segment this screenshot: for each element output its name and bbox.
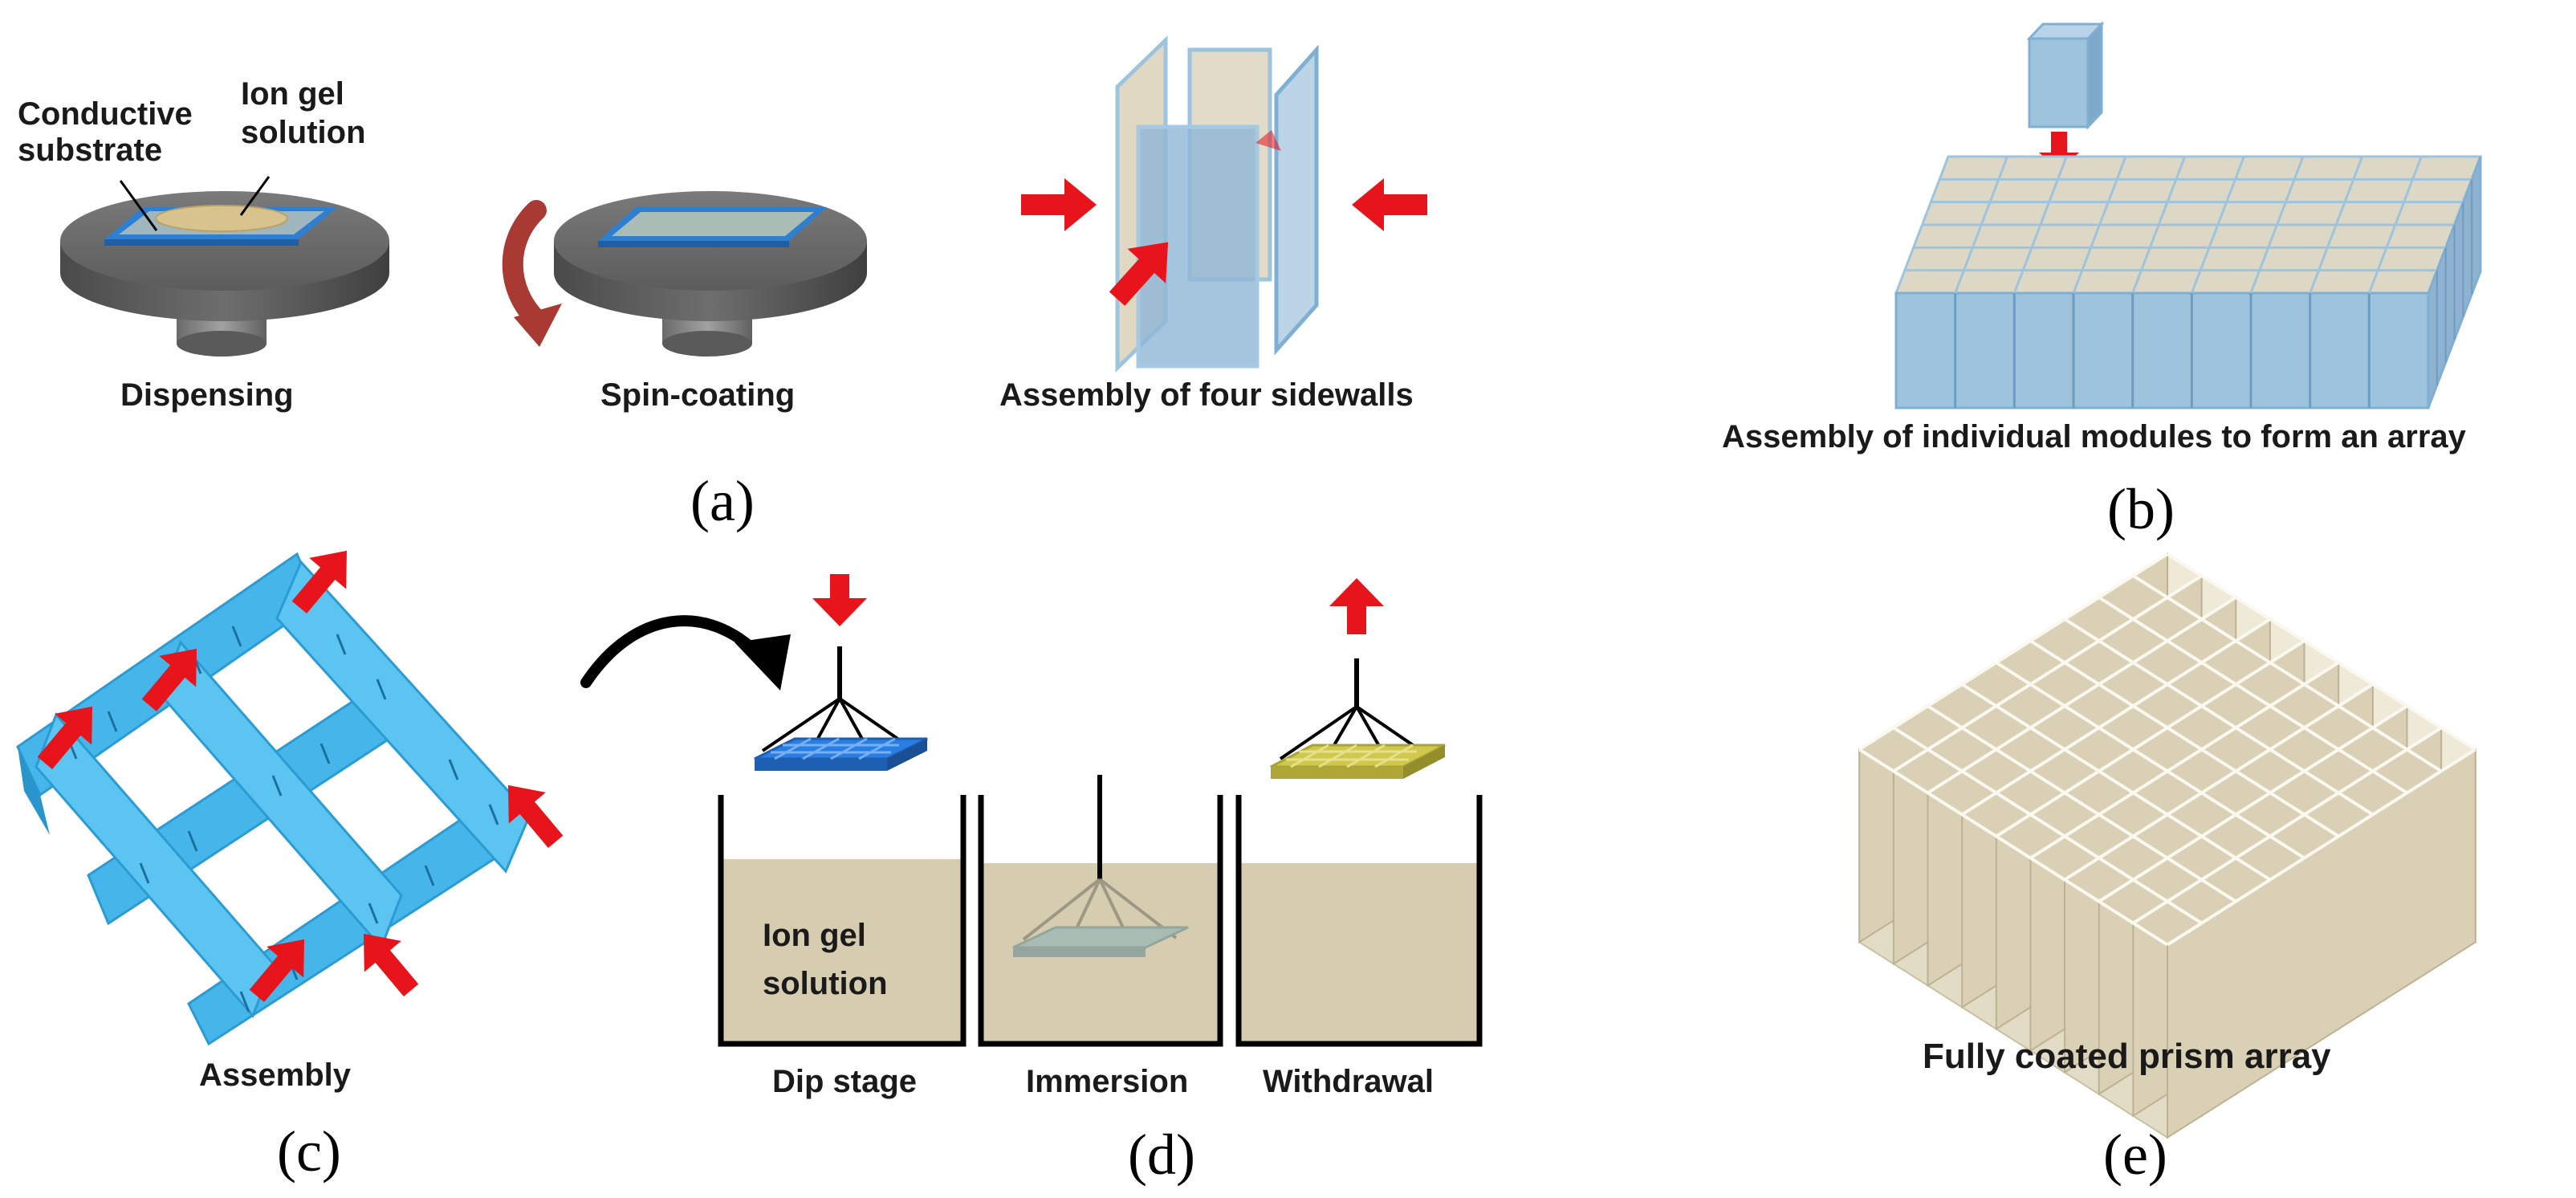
panel-c: Assembly (c) (16, 550, 564, 1184)
panel-label-e: (e) (2103, 1123, 2167, 1187)
panel-b: Assembly of individual modules to form a… (1722, 21, 2483, 541)
caption-b: Assembly of individual modules to form a… (1722, 419, 2467, 454)
mesh-submerged (1012, 775, 1189, 957)
push-arrows-a (1021, 130, 1427, 306)
panel-e: Fully coated prism array (e) (1858, 552, 2476, 1187)
spin-coating-stage (554, 191, 867, 357)
prism-array (1858, 552, 2476, 1139)
sidewall-right (1274, 44, 1319, 356)
panel-d: Ion gel solution Dip stage Immersion Wit… (580, 574, 1483, 1187)
caption-c: Assembly (199, 1057, 352, 1093)
push-arrows-c (37, 550, 564, 1003)
single-module (2026, 21, 2105, 130)
panel-a: Conductive substrate Ion gel solution Di… (18, 35, 1427, 533)
sidewalls-assembly (1115, 35, 1319, 373)
arrow-down-d (812, 574, 867, 626)
ion-gel-droplet (155, 205, 288, 232)
beaker-withdrawal (1235, 795, 1483, 1047)
label-assembly-four-sidewalls: Assembly of four sidewalls (999, 377, 1414, 413)
step-label-withdrawal: Withdrawal (1263, 1064, 1434, 1099)
label-conductive-substrate: Conductive substrate (18, 96, 201, 168)
beaker-dip-stage (718, 795, 967, 1047)
array-front-face (1894, 291, 2430, 410)
panel-label-a: (a) (690, 469, 755, 533)
leader-line-ion-gel (239, 176, 271, 216)
label-spin-coating: Spin-coating (600, 377, 795, 413)
arrow-up-d (1329, 578, 1384, 634)
label-dispensing: Dispensing (120, 377, 294, 413)
panel-label-b: (b) (2107, 477, 2175, 541)
rotation-arrowhead (514, 304, 562, 347)
step-label-immersion: Immersion (1026, 1064, 1188, 1099)
mesh-yellow-suspended (1270, 658, 1446, 779)
label-ion-gel-solution: Ion gel solution (241, 76, 366, 150)
leader-line-substrate (119, 180, 158, 231)
mesh-blue-suspended (754, 646, 928, 771)
transfer-arrowhead (735, 634, 791, 691)
label-ion-gel-solution-d: Ion gel solution (763, 918, 888, 1001)
panel-label-d: (d) (1128, 1123, 1195, 1187)
rotation-arrow (502, 200, 547, 330)
step-label-dip-stage: Dip stage (772, 1064, 917, 1099)
module-array (1894, 155, 2483, 410)
panel-label-c: (c) (277, 1119, 341, 1184)
transfer-arrow (580, 615, 764, 688)
caption-e: Fully coated prism array (1923, 1037, 2331, 1076)
